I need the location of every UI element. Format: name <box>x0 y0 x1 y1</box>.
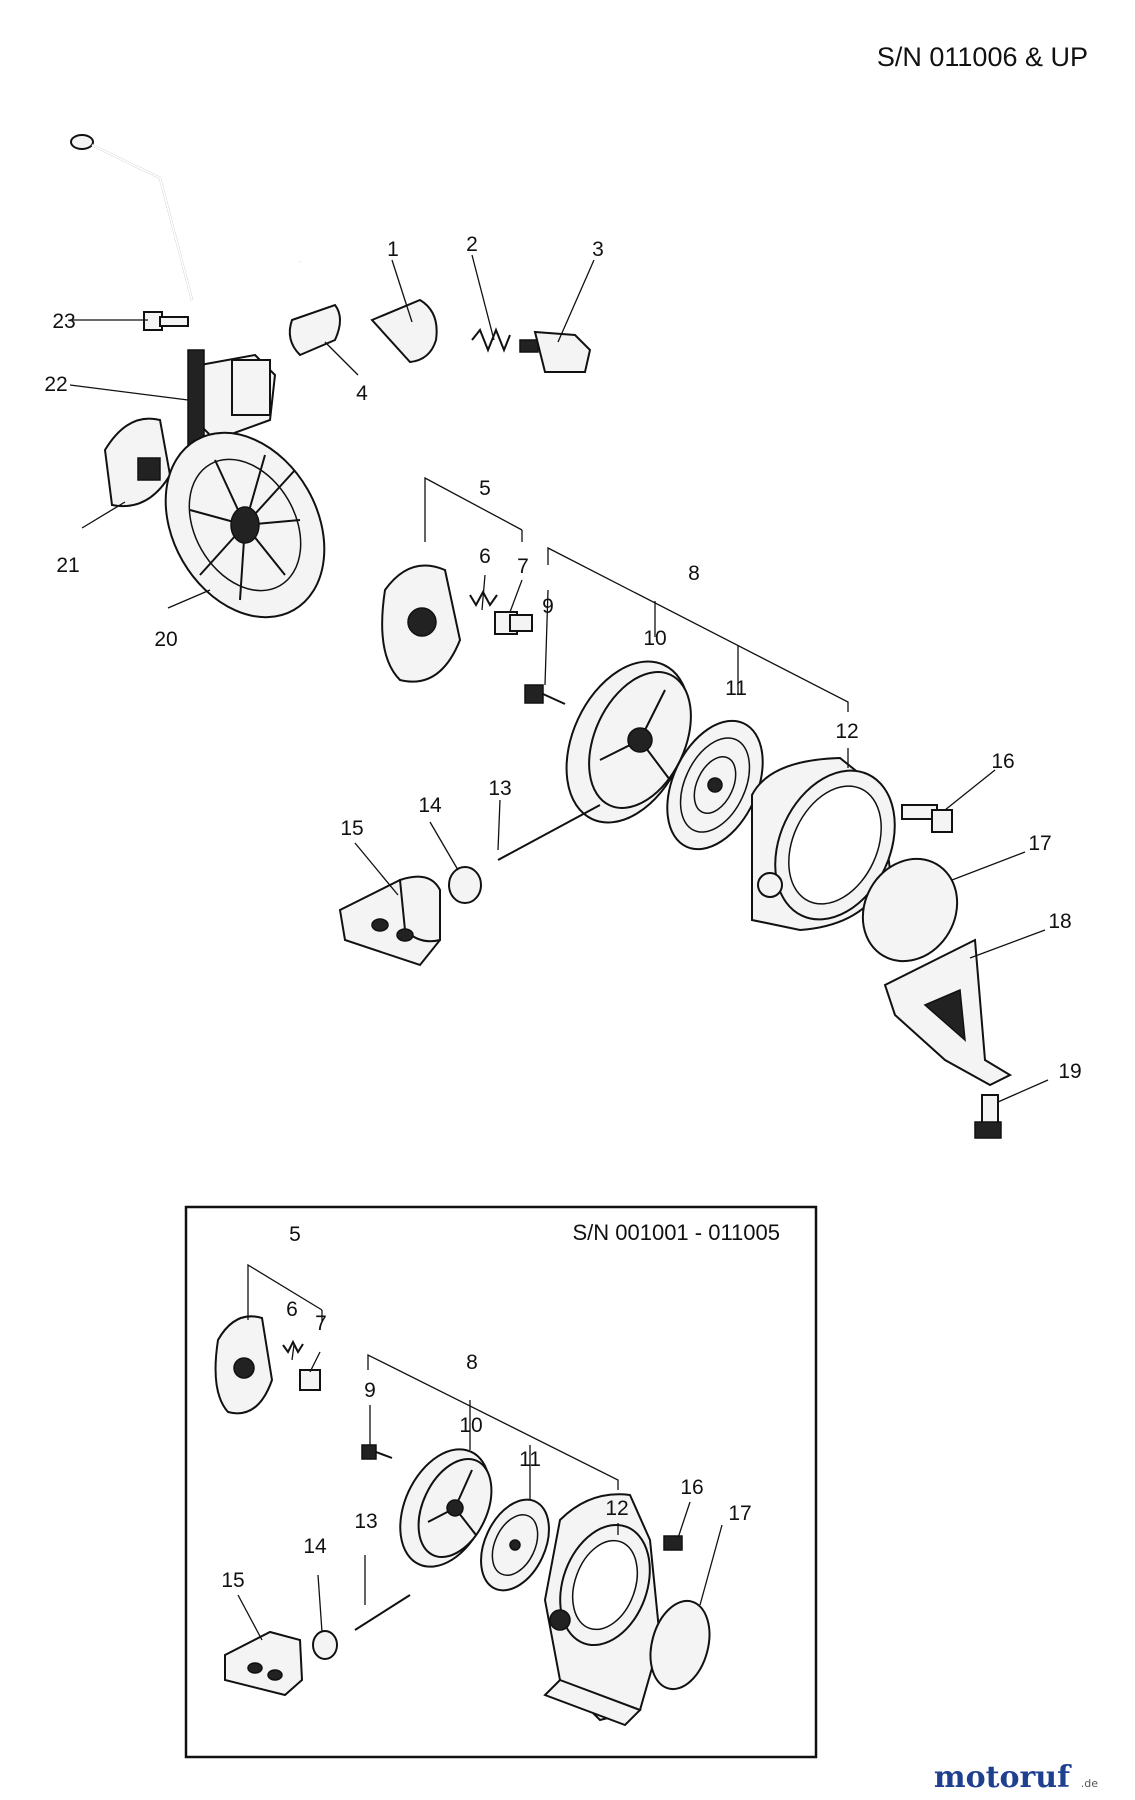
inset-clutch-spring-drawing <box>282 1339 304 1355</box>
callout-19: 19 <box>1058 1060 1081 1083</box>
starter-case-drawing <box>751 756 896 932</box>
inset-callout-5: 5 <box>289 1223 301 1246</box>
inset-recoil-spring-drawing <box>480 1498 550 1592</box>
starter-handle-drawing <box>338 875 442 967</box>
callout-10: 10 <box>643 627 666 650</box>
callout-11: 11 <box>725 677 747 700</box>
logo-brand: motoruf <box>934 1760 1072 1795</box>
pulley-drawing <box>565 660 692 824</box>
ignition-coil-drawing <box>187 349 277 446</box>
callout-21: 21 <box>56 554 79 577</box>
main-leader-lines <box>69 254 1049 1103</box>
inset-pulley-drawing <box>399 1448 493 1568</box>
callout-15: 15 <box>340 817 363 840</box>
plug-boot-drawing <box>370 298 438 364</box>
callout-18: 18 <box>1048 910 1071 933</box>
inset-case-bolt-drawing <box>663 1535 683 1551</box>
inset-clutch-bolt-drawing <box>299 1369 321 1391</box>
main-callouts: 1 2 3 4 5 6 7 8 9 10 11 12 13 14 15 16 1… <box>44 233 1081 1083</box>
inset-callout-9: 9 <box>364 1379 376 1402</box>
shoe-drawing <box>103 417 172 508</box>
inset-callout-6: 6 <box>286 1298 298 1321</box>
inset-pulley-screw-drawing <box>361 1444 393 1460</box>
inset-callout-13: 13 <box>354 1510 377 1533</box>
cap-drawing <box>288 303 341 357</box>
inset-callouts: 5 6 7 8 9 10 11 12 13 14 15 16 17 <box>221 1223 751 1592</box>
inset-leader-lines <box>237 1263 723 1641</box>
callout-20: 20 <box>154 628 177 651</box>
inset-bushing-drawing <box>312 1630 338 1660</box>
inset-callout-10: 10 <box>459 1414 482 1437</box>
inset-callout-15: 15 <box>221 1569 244 1592</box>
ignition-wire-drawing <box>70 134 301 362</box>
callout-9: 9 <box>542 595 554 618</box>
inset-callout-11: 11 <box>519 1448 541 1471</box>
callout-17: 17 <box>1028 832 1051 855</box>
gasket-drawing <box>861 857 959 963</box>
callout-16: 16 <box>991 750 1014 773</box>
case-bolt-drawing <box>901 804 953 833</box>
inset-shaft-drawing <box>354 1594 411 1631</box>
callout-5: 5 <box>479 477 491 500</box>
inset-callout-17: 17 <box>728 1502 751 1525</box>
bushing-drawing <box>448 866 482 904</box>
coil-screw-drawing <box>143 311 189 331</box>
inset-starter-case-drawing <box>543 1493 662 1727</box>
bracket-drawing <box>883 938 1013 1087</box>
callout-3: 3 <box>592 238 604 261</box>
callout-1: 1 <box>387 238 399 261</box>
spark-plug-drawing <box>519 330 592 373</box>
callout-13: 13 <box>488 777 511 800</box>
inset-serial-range: S/N 001001 - 011005 <box>572 1220 780 1245</box>
inset-clutch-drawing <box>214 1315 274 1415</box>
inset-callout-7: 7 <box>315 1312 327 1335</box>
callout-6: 6 <box>479 545 491 568</box>
clutch-bolt-drawing <box>494 611 533 635</box>
inset-callout-8: 8 <box>466 1351 478 1374</box>
callout-7: 7 <box>517 555 529 578</box>
callout-23: 23 <box>52 310 75 333</box>
pulley-screw-drawing <box>524 684 566 705</box>
inset-callout-14: 14 <box>303 1535 327 1558</box>
bracket-bolt-drawing <box>974 1094 1002 1139</box>
spring-drawing <box>471 327 511 353</box>
inset-callout-16: 16 <box>680 1476 703 1499</box>
callout-14: 14 <box>418 794 442 817</box>
callout-12: 12 <box>835 720 858 743</box>
serial-range-title: S/N 011006 & UP <box>877 42 1088 72</box>
inset-frame <box>184 1205 818 1759</box>
motoruf-logo: motoruf .de <box>934 1760 1098 1795</box>
inset-starter-handle-drawing <box>224 1630 304 1697</box>
callout-8: 8 <box>688 562 700 585</box>
recoil-spring-drawing <box>666 719 764 851</box>
inset-callout-12: 12 <box>605 1497 628 1520</box>
flywheel-drawing <box>164 431 326 619</box>
callout-4: 4 <box>356 382 368 405</box>
clutch-drawing <box>381 564 462 683</box>
inset-gasket-drawing <box>649 1599 711 1691</box>
callout-2: 2 <box>466 233 478 256</box>
callout-22: 22 <box>44 373 67 396</box>
shaft-drawing <box>497 804 601 861</box>
logo-suffix: .de <box>1081 1777 1098 1790</box>
